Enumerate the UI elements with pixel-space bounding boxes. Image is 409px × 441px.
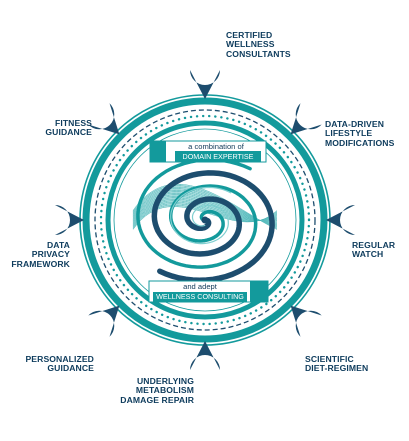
label-personalized-guidance: PERSONALIZED GUIDANCE [25,354,94,374]
top-banner-accent [150,141,166,162]
label-underlying-metabolism-damage-repair: UNDERLYING METABOLISM DAMAGE REPAIR [120,376,194,405]
dashed-ring [94,109,316,331]
label-data-privacy-framework: DATA PRIVACY FRAMEWORK [11,240,70,269]
map-pin-icon [46,205,84,235]
label-certified-wellness-consultants: CERTIFIED WELLNESS CONSULTANTS [226,30,291,59]
map-pin-icon [326,205,364,235]
bottom-banner-highlight [153,292,247,302]
spiral-arm [151,170,275,284]
inner-ring [105,120,305,320]
top-caption: a combination of [188,142,244,151]
map-pin-icon [290,103,322,135]
spiral-arm [170,186,232,245]
top-banner-highlight [175,151,261,162]
bottom-caption: and adept [183,282,217,291]
spiral-eye-graphic [132,157,278,284]
inner-ring-thin [113,128,297,312]
top-highlight: DOMAIN EXPERTISE [182,152,254,161]
spiral-core [201,216,209,224]
map-pin-icon [190,341,220,379]
label-fitness-guidance: FITNESS GUIDANCE [45,118,92,138]
map-pin-icon [190,61,220,99]
label-scientific-diet-regimen: SCIENTIFIC DIET-REGIMEN [305,354,369,374]
bottom-banner-accent [250,281,268,302]
label-data-driven-lifestyle-modifications: DATA-DRIVEN LIFESTYLE MODIFICATIONS [325,119,395,148]
outer-ring-thick [82,97,328,343]
pins-layer [46,61,364,379]
label-regular-watch: REGULAR WATCH [352,240,396,260]
dotted-ring [99,114,311,326]
map-pin-icon [290,305,322,337]
map-pin-icon [88,103,120,135]
bottom-highlight: WELLNESS CONSULTING [156,292,244,301]
map-pin-icon [88,305,120,337]
spiral-arm [136,157,258,269]
